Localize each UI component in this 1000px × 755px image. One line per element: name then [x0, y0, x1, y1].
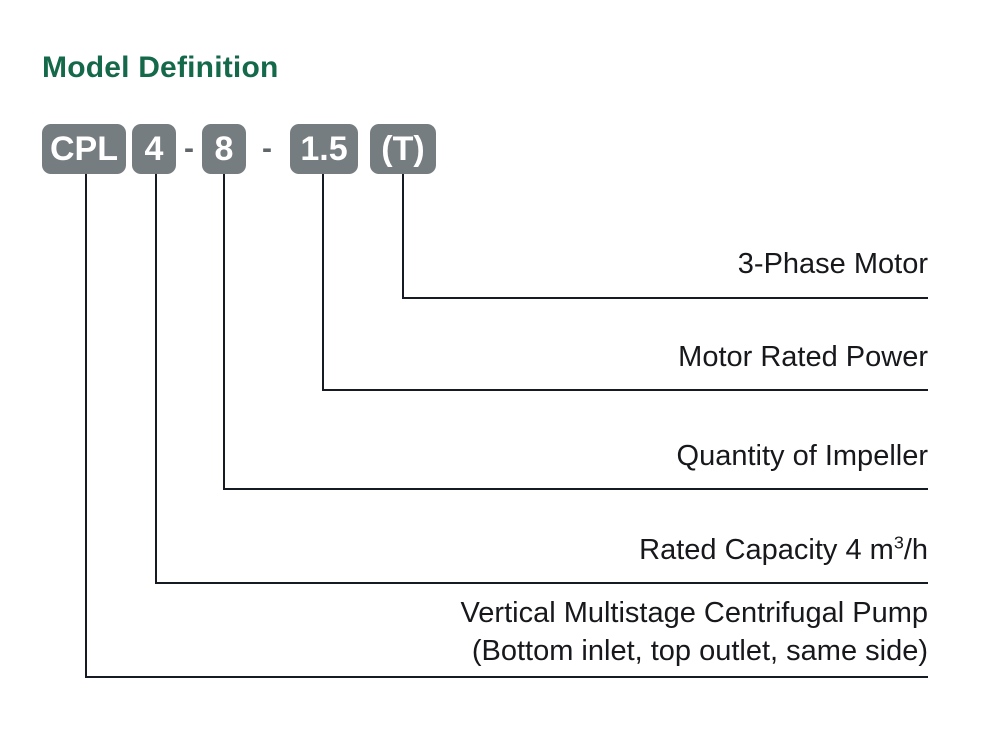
callout-capacity-exponent: 3 — [893, 532, 904, 553]
leader-vertical-phase — [402, 174, 404, 299]
leader-horizontal-phase — [402, 297, 928, 299]
code-chip-power[interactable]: 1.5 — [290, 124, 358, 174]
callout-label-stages: Quantity of Impeller — [676, 440, 928, 472]
callout-series-line1: Vertical Multistage Centrifugal Pump — [460, 597, 928, 629]
leader-vertical-stages — [223, 174, 225, 490]
callout-series-line2: (Bottom inlet, top outlet, same side) — [471, 635, 928, 667]
page-title: Model Definition — [42, 51, 279, 84]
leader-vertical-power — [322, 174, 324, 391]
callout-label-series: Vertical Multistage Centrifugal Pump (Bot… — [340, 594, 928, 670]
leader-vertical-series — [85, 174, 87, 678]
code-chip-capacity[interactable]: 4 — [132, 124, 176, 174]
callout-capacity-post: /h — [903, 534, 928, 566]
leader-horizontal-series — [85, 676, 928, 678]
code-chip-stages[interactable]: 8 — [202, 124, 246, 174]
callout-label-phase: 3-Phase Motor — [737, 248, 928, 280]
leader-horizontal-capacity — [155, 582, 928, 584]
callout-label-power: Motor Rated Power — [678, 341, 928, 373]
leader-vertical-capacity — [155, 174, 157, 584]
callout-label-capacity: Rated Capacity 4 m3/h — [400, 531, 928, 569]
callout-capacity-pre: Rated Capacity 4 m — [639, 534, 894, 566]
code-separator-2: - — [262, 132, 272, 165]
code-chip-series[interactable]: CPL — [42, 124, 126, 174]
leader-horizontal-stages — [223, 488, 928, 490]
code-chip-phase[interactable]: (T) — [370, 124, 436, 174]
code-separator-1: - — [184, 132, 194, 165]
leader-horizontal-power — [322, 389, 928, 391]
